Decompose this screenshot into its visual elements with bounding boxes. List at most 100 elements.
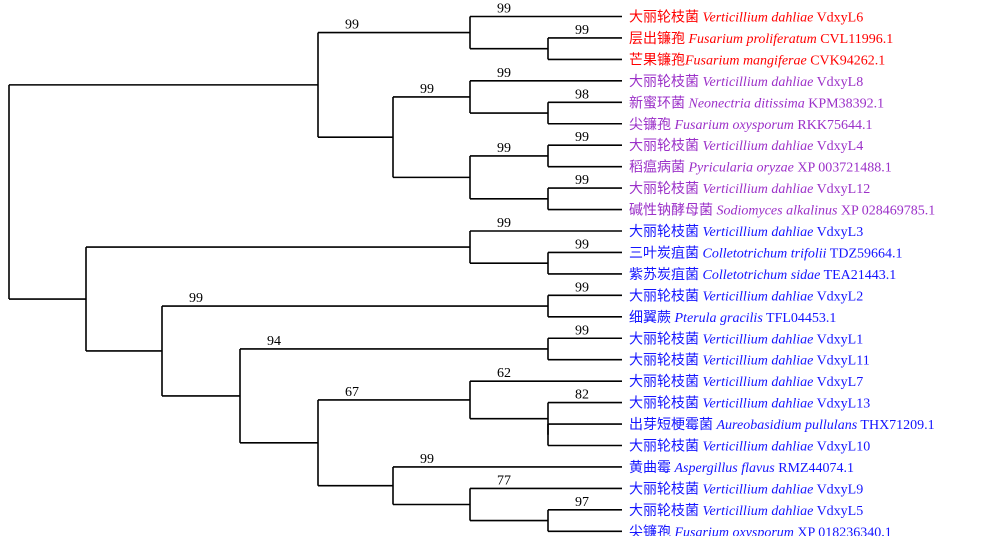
leaf-chinese-name: 大丽轮枝菌 xyxy=(629,481,703,497)
leaf-label: 大丽轮枝菌 Verticillium dahliae VdxyL7 xyxy=(629,374,863,390)
leaf-accession: VdxyL1 xyxy=(813,332,863,347)
leaf-label: 新蜜环菌 Neonectria ditissima KPM38392.1 xyxy=(629,95,884,111)
leaf-accession: VdxyL11 xyxy=(813,354,869,369)
leaf-chinese-name: 尖镰孢 xyxy=(629,116,675,133)
leaf-species: Verticillium dahliae xyxy=(703,397,814,412)
leaf-chinese-name: 大丽轮枝菌 xyxy=(629,374,703,390)
leaf-chinese-name: 大丽轮枝菌 xyxy=(629,503,703,519)
leaf-label: 大丽轮枝菌 Verticillium dahliae VdxyL12 xyxy=(629,181,870,197)
bootstrap-value-n_vdl4_group: 99 xyxy=(497,141,511,156)
leaf-species: Verticillium dahliae xyxy=(703,139,814,154)
leaf-label: 大丽轮枝菌 Verticillium dahliae VdxyL2 xyxy=(629,288,863,304)
leaf-accession: XP 003721488.1 xyxy=(794,161,892,176)
leaf-label: 黄曲霉 Aspergillus flavus RMZ44074.1 xyxy=(629,459,854,476)
leaf-label: 大丽轮枝菌 Verticillium dahliae VdxyL13 xyxy=(629,396,870,412)
leaf-label: 大丽轮枝菌 Verticillium dahliae VdxyL1 xyxy=(629,331,863,347)
leaf-species: Verticillium dahliae xyxy=(703,504,814,519)
leaf-labels: 大丽轮枝菌 Verticillium dahliae VdxyL6 层出镰孢 Fu… xyxy=(629,10,935,536)
leaf-accession: VdxyL4 xyxy=(813,139,863,154)
bootstrap-value-n_fus_pair: 99 xyxy=(575,23,589,38)
leaf-chinese-name: 新蜜环菌 xyxy=(629,95,689,111)
leaf-label: 紫苏炭疽菌 Colletotrichum sidae TEA21443.1 xyxy=(629,267,896,283)
leaf-accession: TFL04453.1 xyxy=(763,311,837,326)
leaf-chinese-name: 黄曲霉 xyxy=(629,459,675,476)
bootstrap-value-n_red: 99 xyxy=(497,2,511,17)
bootstrap-value-n_lower: 67 xyxy=(345,385,359,400)
leaf-chinese-name: 芒果镰孢 xyxy=(629,51,685,68)
bootstrap-value-n_vdl2: 99 xyxy=(575,280,589,295)
leaf-chinese-name: 稻瘟病菌 xyxy=(629,159,689,176)
leaf-species: Verticillium dahliae xyxy=(703,182,814,197)
leaf-chinese-name: 层出镰孢 xyxy=(629,30,689,47)
bootstrap-value-n_neo_fus: 98 xyxy=(575,87,589,102)
leaf-accession: CVL11996.1 xyxy=(817,32,893,47)
bootstrap-value-n_vdl12: 99 xyxy=(575,173,589,188)
leaf-species: Verticillium dahliae xyxy=(703,375,814,390)
leaf-accession: VdxyL3 xyxy=(813,225,863,240)
bootstrap-value-n_blue_lower: 99 xyxy=(189,291,203,306)
leaf-chinese-name: 大丽轮枝菌 xyxy=(629,224,703,240)
leaf-species: Fusarium mangiferae xyxy=(684,53,807,68)
leaf-chinese-name: 大丽轮枝菌 xyxy=(629,288,703,304)
leaf-accession: VdxyL6 xyxy=(813,11,863,26)
leaf-accession: RKK75644.1 xyxy=(794,118,873,133)
leaf-species: Verticillium dahliae xyxy=(703,75,814,90)
leaf-chinese-name: 大丽轮枝菌 xyxy=(629,331,703,347)
leaf-chinese-name: 出芽短梗霉菌 xyxy=(629,417,717,433)
leaf-accession: THX71209.1 xyxy=(857,418,935,433)
leaf-accession: VdxyL8 xyxy=(813,75,863,90)
leaf-chinese-name: 大丽轮枝菌 xyxy=(629,439,703,455)
bootstrap-value-n_rest: 94 xyxy=(267,334,281,349)
bootstrap-value-n_asp: 99 xyxy=(420,452,434,467)
leaf-species: Verticillium dahliae xyxy=(703,482,814,497)
leaf-accession: VdxyL10 xyxy=(813,440,870,455)
bootstrap-value-n_purple: 99 xyxy=(420,82,434,97)
leaf-chinese-name: 三叶炭疽菌 xyxy=(629,245,703,261)
leaf-chinese-name: 大丽轮枝菌 xyxy=(629,74,703,90)
bootstrap-value-n_vdl4: 99 xyxy=(575,130,589,145)
leaf-label: 大丽轮枝菌 Verticillium dahliae VdxyL9 xyxy=(629,481,863,497)
bootstrap-value-n_aureo: 82 xyxy=(575,388,589,403)
leaf-label: 三叶炭疽菌 Colletotrichum trifolii TDZ59664.1 xyxy=(629,245,903,261)
bootstrap-value-n_vdl7: 62 xyxy=(497,366,511,381)
leaf-accession: TDZ59664.1 xyxy=(827,246,903,261)
leaf-chinese-name: 大丽轮枝菌 xyxy=(629,138,703,154)
leaf-chinese-name: 大丽轮枝菌 xyxy=(629,10,703,26)
leaf-species: Sodiomyces alkalinus xyxy=(717,204,838,219)
leaf-label: 大丽轮枝菌 Verticillium dahliae VdxyL3 xyxy=(629,224,863,240)
leaf-label: 尖镰孢 Fusarium oxysporum RKK75644.1 xyxy=(629,116,872,133)
leaf-species: Pterula gracilis xyxy=(674,311,764,326)
leaf-accession: KPM38392.1 xyxy=(805,96,884,111)
leaf-label: 大丽轮枝菌 Verticillium dahliae VdxyL4 xyxy=(629,138,863,154)
leaf-label: 稻瘟病菌 Pyricularia oryzae XP 003721488.1 xyxy=(629,159,892,176)
leaf-accession: VdxyL9 xyxy=(813,482,863,497)
leaf-species: Verticillium dahliae xyxy=(703,225,814,240)
leaf-chinese-name: 大丽轮枝菌 xyxy=(629,396,703,412)
leaf-label: 出芽短梗霉菌 Aureobasidium pullulans THX71209.… xyxy=(629,417,935,433)
leaf-species: Colletotrichum trifolii xyxy=(703,246,827,261)
leaf-chinese-name: 碱性钠酵母菌 xyxy=(629,203,717,219)
leaf-accession: VdxyL5 xyxy=(813,504,863,519)
leaf-label: 大丽轮枝菌 Verticillium dahliae VdxyL6 xyxy=(629,10,863,26)
tree-branches xyxy=(8,15,622,533)
leaf-species: Pyricularia oryzae xyxy=(688,161,794,176)
leaf-species: Verticillium dahliae xyxy=(703,354,814,369)
leaf-accession: CVK94262.1 xyxy=(807,53,886,68)
leaf-label: 大丽轮枝菌 Verticillium dahliae VdxyL10 xyxy=(629,439,870,455)
leaf-chinese-name: 大丽轮枝菌 xyxy=(629,181,703,197)
leaf-species: Fusarium oxysporum xyxy=(674,525,794,536)
leaf-label: 尖镰孢 Fusarium oxysporum XP 018236340.1 xyxy=(629,523,892,536)
leaf-species: Neonectria ditissima xyxy=(688,96,805,111)
leaf-species: Colletotrichum sidae xyxy=(703,268,821,283)
leaf-species: Aureobasidium pullulans xyxy=(716,418,858,433)
bootstrap-value-n_vdl1: 99 xyxy=(575,323,589,338)
leaf-species: Verticillium dahliae xyxy=(703,332,814,347)
leaf-label: 芒果镰孢Fusarium mangiferae CVK94262.1 xyxy=(629,51,885,68)
leaf-chinese-name: 尖镰孢 xyxy=(629,523,675,536)
bootstrap-value-n_colleto_clade: 99 xyxy=(497,216,511,231)
leaf-label: 大丽轮枝菌 Verticillium dahliae VdxyL11 xyxy=(629,353,870,369)
leaf-label: 细翼蕨 Pterula gracilis TFL04453.1 xyxy=(629,310,836,326)
leaf-label: 层出镰孢 Fusarium proliferatum CVL11996.1 xyxy=(629,30,893,47)
leaf-accession: VdxyL12 xyxy=(813,182,870,197)
